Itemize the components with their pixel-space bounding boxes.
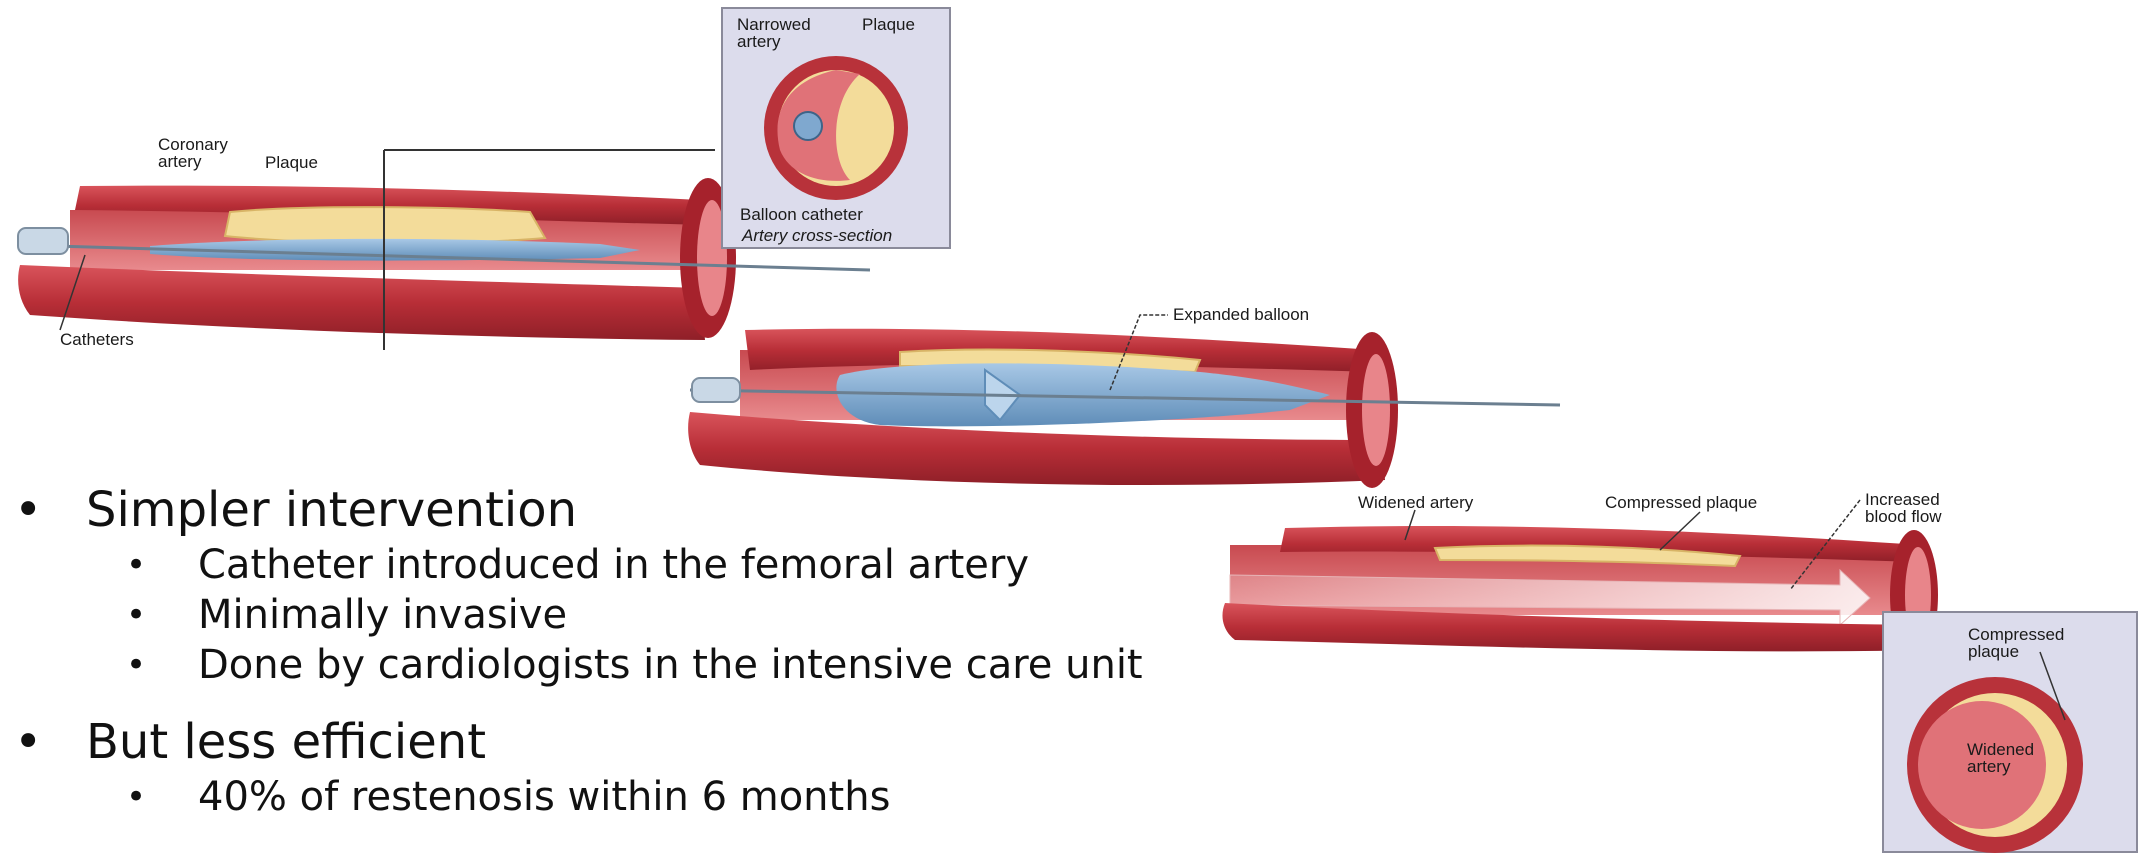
label-line: plaque	[1968, 642, 2019, 661]
sub-bullet-cardiologists: • Done by cardiologists in the intensive…	[0, 640, 1148, 690]
sub-bullet-text: Catheter introduced in the femoral arter…	[198, 542, 1029, 588]
sub-bullet-text: Minimally invasive	[198, 592, 567, 638]
bullet-dot: •	[126, 540, 146, 590]
bullet-text: Simpler intervention	[86, 482, 577, 538]
bullet-dot: •	[14, 712, 42, 772]
bullet-area: • Simpler intervention • Catheter introd…	[0, 0, 1180, 855]
sub-bullet-text: Done by cardiologists in the intensive c…	[198, 642, 1143, 688]
sub-bullet-restenosis: • 40% of restenosis within 6 months	[0, 772, 1148, 822]
bullet-less-efficient: • But less efficient	[0, 712, 1180, 772]
sub-bullet-catheter: • Catheter introduced in the femoral art…	[0, 540, 1148, 590]
bullet-simpler-intervention: • Simpler intervention	[0, 480, 1180, 540]
sub-bullet-text: 40% of restenosis within 6 months	[198, 774, 890, 820]
bullet-dot: •	[14, 480, 42, 540]
bullet-dot: •	[126, 772, 146, 822]
bullet-list: • Simpler intervention • Catheter introd…	[0, 480, 1180, 822]
bullet-text: But less efficient	[86, 714, 486, 770]
bullet-gap	[0, 690, 1180, 712]
label-line: artery	[1967, 757, 2011, 776]
artery-step3	[1222, 500, 1938, 660]
label-expanded-balloon: Expanded balloon	[1173, 305, 1309, 324]
sub-bullet-minimally-invasive: • Minimally invasive	[0, 590, 1148, 640]
bullet-dot: •	[126, 640, 146, 690]
label-widened-artery: Widened artery	[1358, 493, 1474, 512]
label-compressed-plaque: Compressed plaque	[1605, 493, 1757, 512]
label-line: blood flow	[1865, 507, 1942, 526]
bullet-dot: •	[126, 590, 146, 640]
